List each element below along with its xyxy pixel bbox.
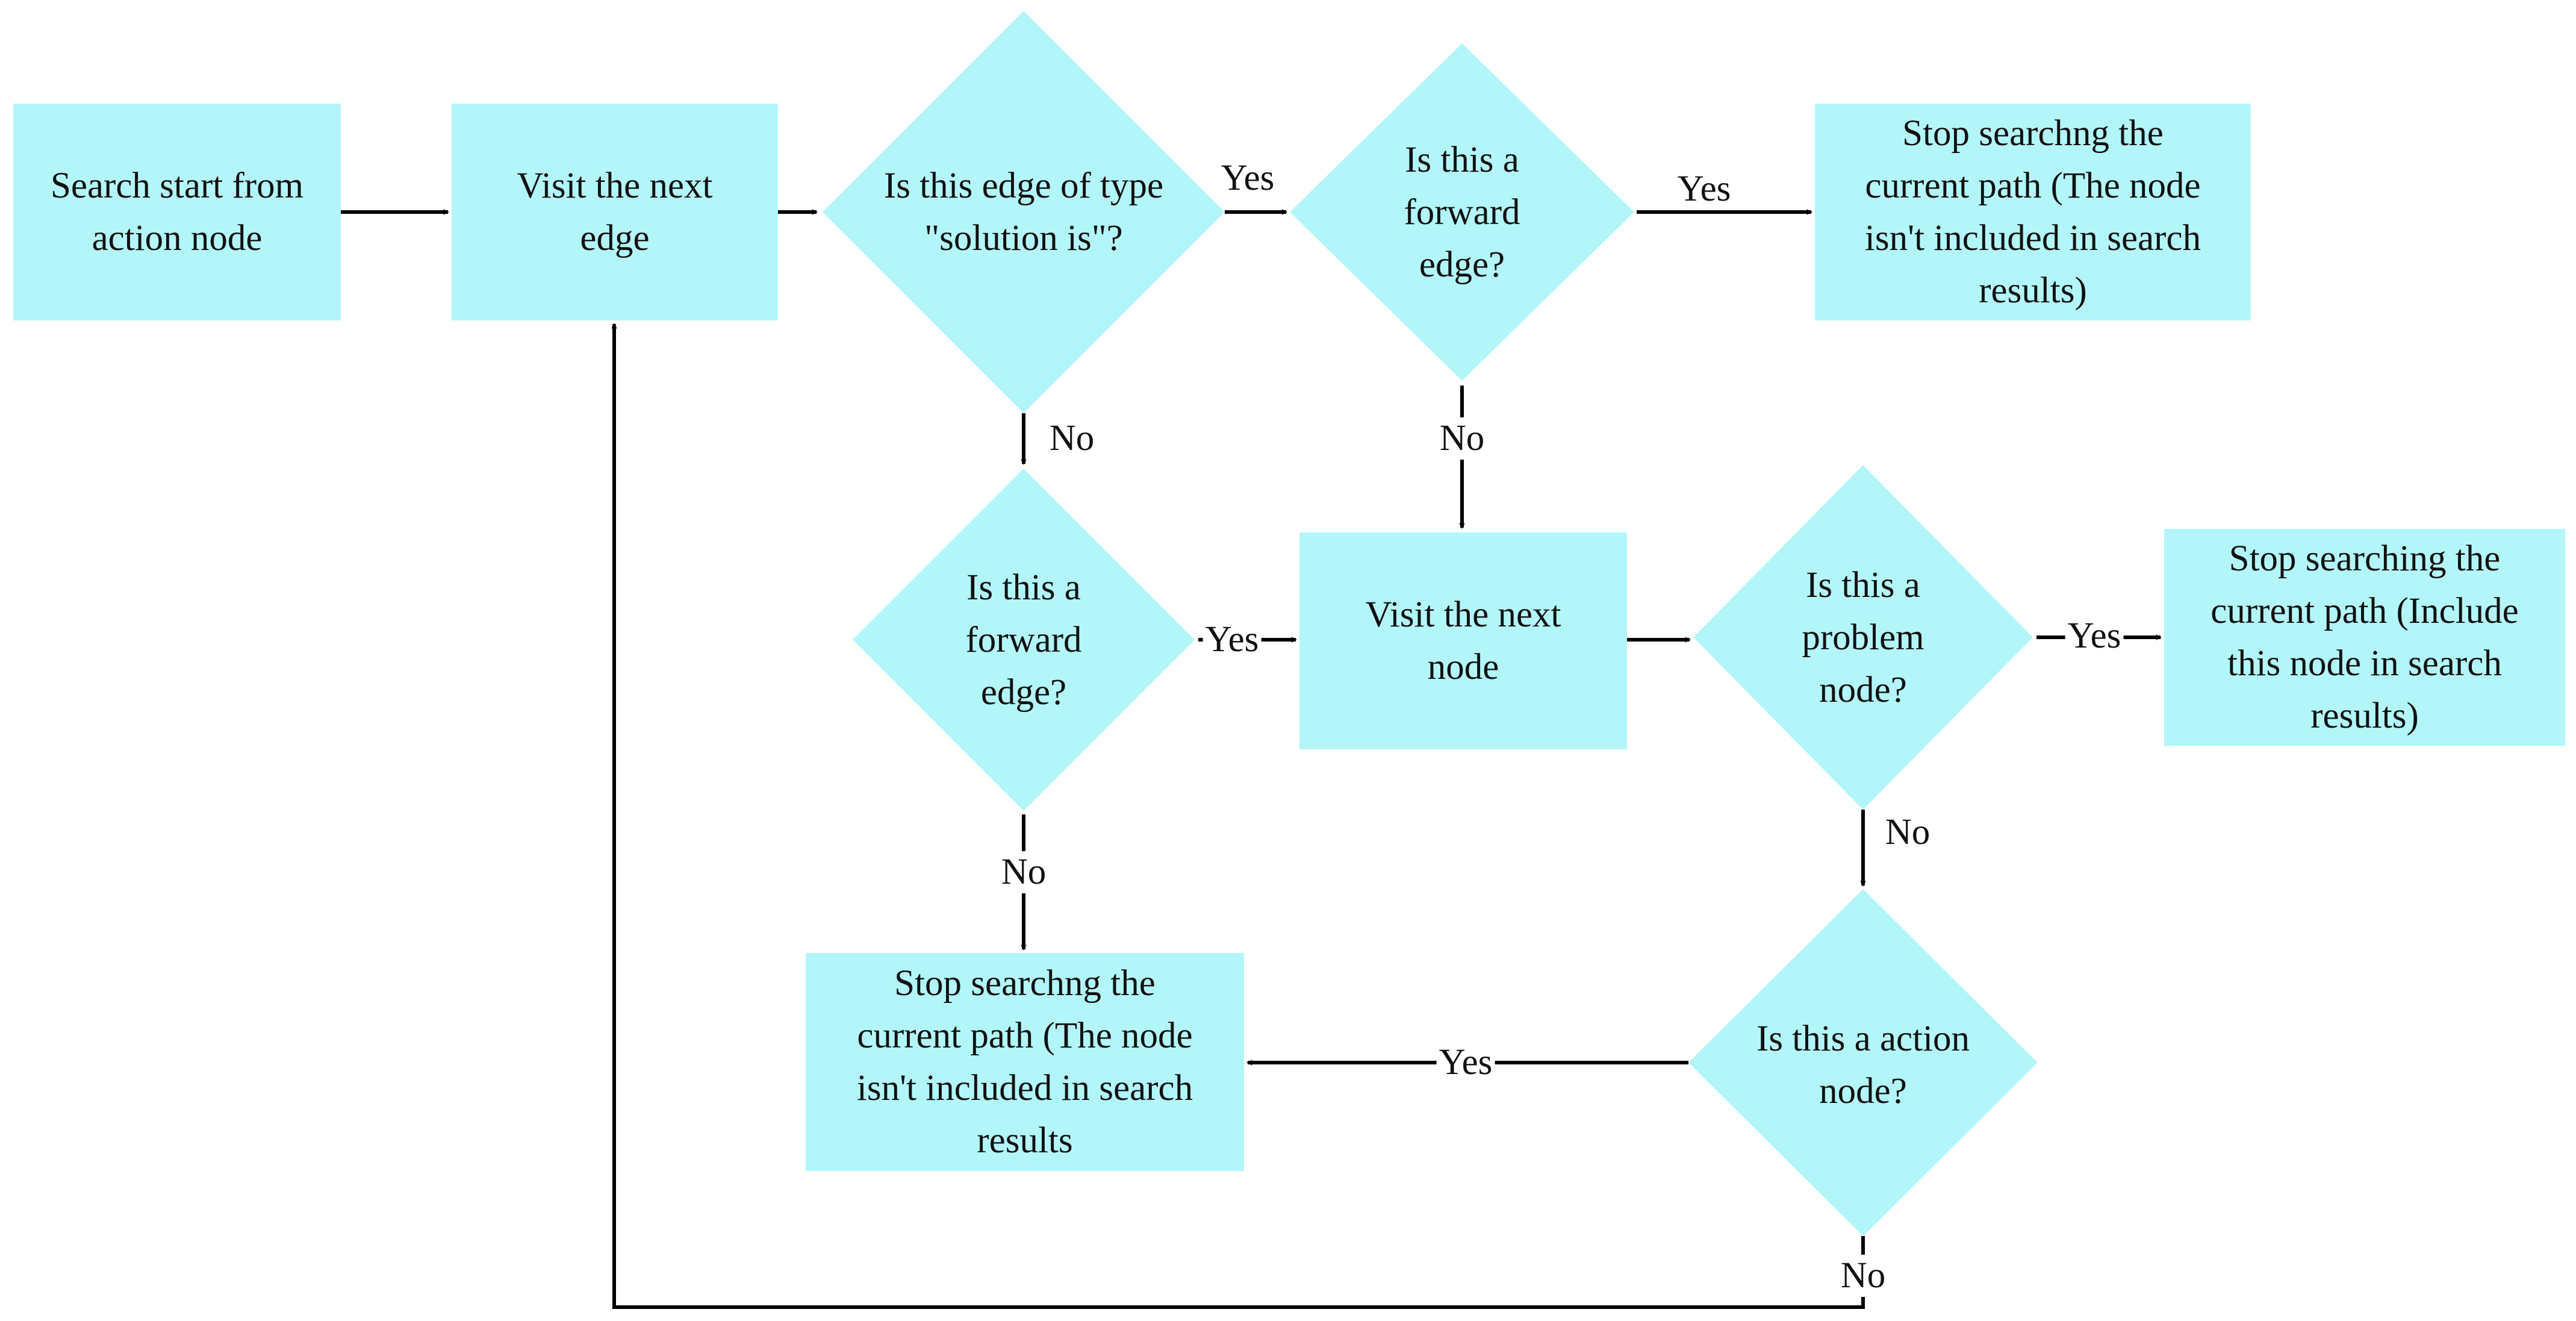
q-forward-top-node-shape bbox=[1290, 43, 1634, 381]
edge-label-solution-no: No bbox=[1047, 417, 1097, 460]
stop-top-node-shape bbox=[1815, 104, 2251, 320]
edge-label-problem-yes: Yes bbox=[2065, 615, 2124, 657]
edge-label-forward-mid-no: No bbox=[998, 851, 1049, 893]
start-node-shape bbox=[13, 104, 341, 320]
q-problem-node-shape bbox=[1693, 465, 2033, 810]
edge-label-forward-top-yes: Yes bbox=[1675, 168, 1734, 210]
edge-label-forward-mid-yes: Yes bbox=[1202, 619, 1262, 661]
q-forward-mid-node-shape bbox=[853, 469, 1195, 811]
edge-label-forward-top-no: No bbox=[1437, 417, 1487, 460]
visit-edge-node-shape bbox=[452, 104, 778, 320]
visit-node-node-shape bbox=[1299, 532, 1627, 749]
edge-label-action-no: No bbox=[1838, 1255, 1888, 1297]
stop-include-node-shape bbox=[2164, 529, 2565, 746]
edge-label-solution-yes: Yes bbox=[1221, 158, 1275, 198]
stop-bottom-node-shape bbox=[806, 953, 1244, 1171]
edge-label-action-yes: Yes bbox=[1436, 1041, 1495, 1084]
q-action-node-shape bbox=[1688, 889, 2038, 1236]
q-solution-node-shape bbox=[823, 11, 1225, 413]
edge-label-problem-no: No bbox=[1882, 811, 1933, 854]
